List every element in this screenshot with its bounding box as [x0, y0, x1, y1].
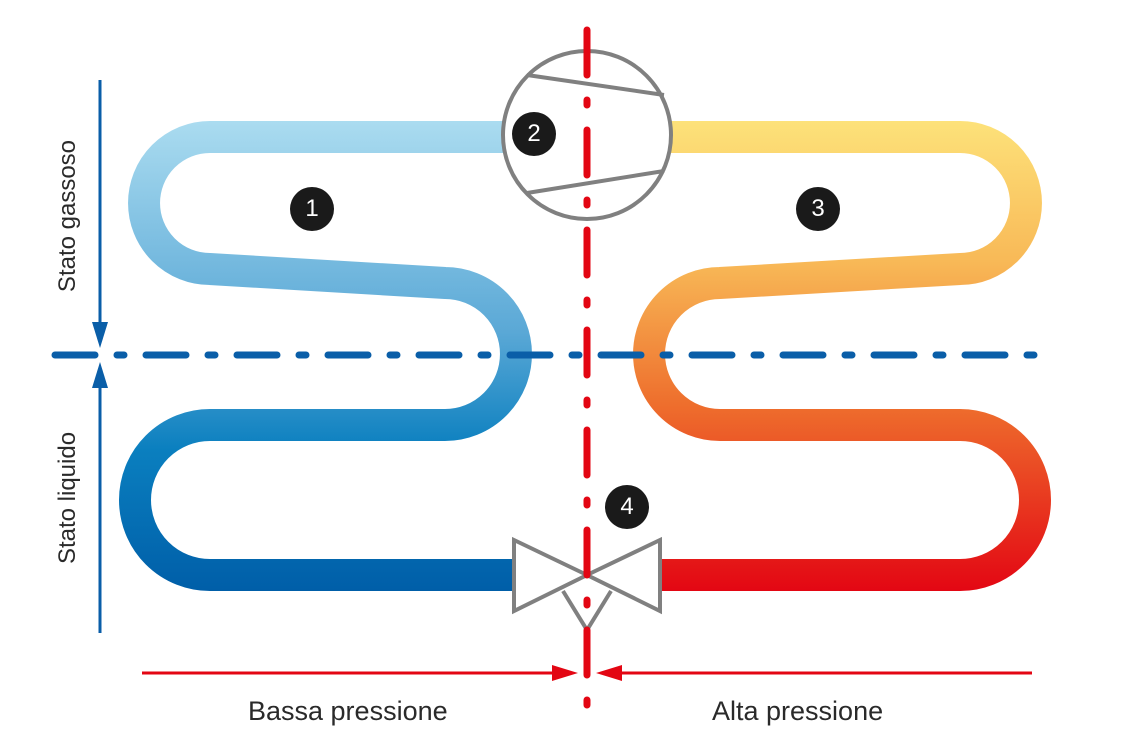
- condenser-coil: [633, 121, 1051, 591]
- high-pressure-arrow-icon: [596, 665, 1032, 681]
- state-arrow-icon: [92, 80, 108, 633]
- stage-1-badge: 1: [290, 187, 334, 231]
- low-pressure-arrow-icon: [142, 665, 578, 681]
- stage-3-badge: 3: [796, 187, 840, 231]
- gas-state-label: Stato gassoso: [54, 139, 81, 293]
- evaporator-coil: [119, 121, 532, 591]
- high-pressure-label: Alta pressione: [712, 696, 884, 726]
- liquid-state-label: Stato liquido: [54, 431, 81, 565]
- stage-4-badge: 4: [605, 485, 649, 529]
- low-pressure-label: Bassa pressione: [248, 696, 448, 726]
- stage-2-badge: 2: [512, 112, 556, 156]
